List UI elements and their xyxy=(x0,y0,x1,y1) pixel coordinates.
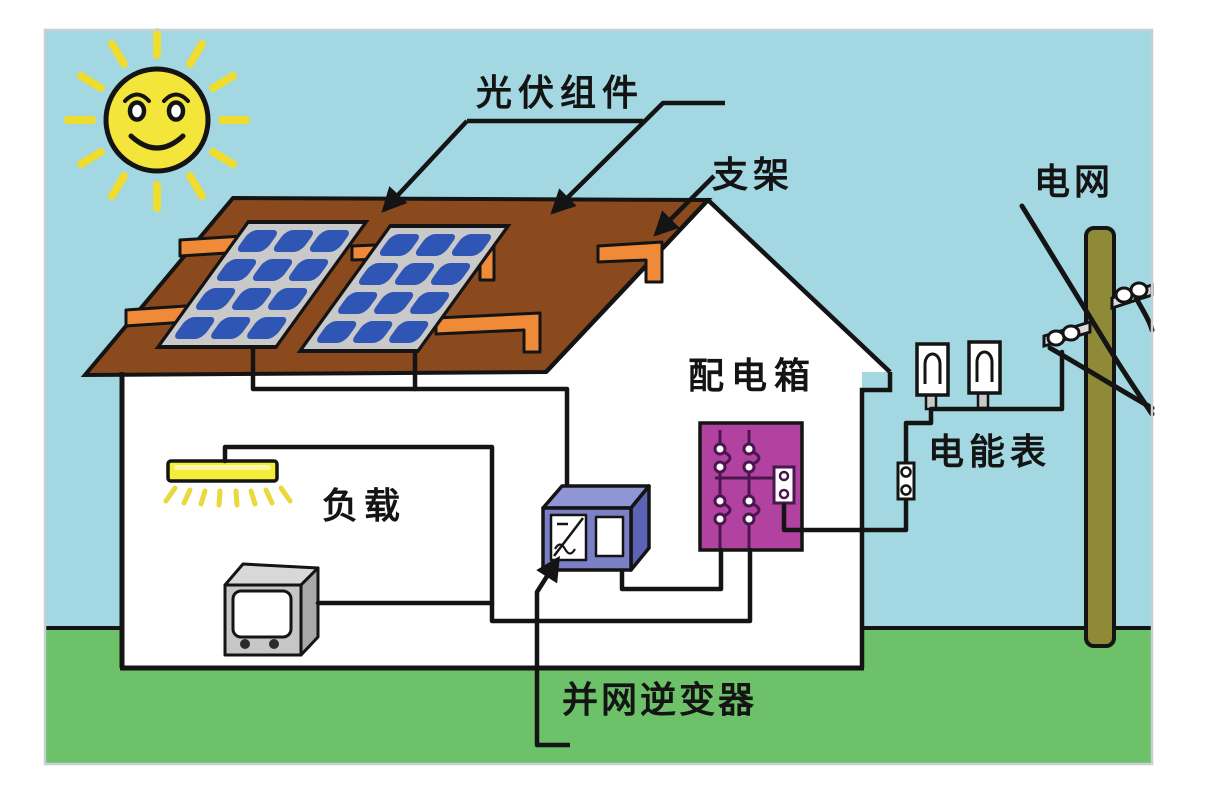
pv-wire xyxy=(250,346,570,489)
label-grid-tie-inverter: 并网逆变器 xyxy=(562,680,758,721)
load-wire xyxy=(222,444,753,624)
insulator xyxy=(1061,324,1081,342)
distribution-box xyxy=(698,421,804,552)
meter-left xyxy=(915,342,950,397)
pv-arrow-1 xyxy=(381,119,469,213)
gable-wall xyxy=(546,200,890,372)
meter-right xyxy=(967,340,1002,395)
pv-arrow-2 xyxy=(550,100,725,215)
inverter-panel xyxy=(594,515,625,558)
inverter-ac-wire xyxy=(619,547,724,592)
circuit-wires xyxy=(222,346,1065,624)
meter-connector xyxy=(896,461,916,501)
label-energy-meter: 电能表 xyxy=(928,432,1052,473)
bracket-rail xyxy=(434,311,542,354)
label-load: 负载 xyxy=(322,486,407,527)
meter-bus-wire xyxy=(928,349,1065,412)
ceiling-lamp xyxy=(163,459,293,508)
tv-knob xyxy=(240,639,250,649)
meter-feed-wire xyxy=(781,496,909,533)
meter-stem xyxy=(976,391,990,410)
solar-panel-1 xyxy=(154,220,370,349)
inverter-leader xyxy=(534,555,570,748)
insulator xyxy=(1129,281,1149,299)
grid-tie-inverter xyxy=(541,484,651,572)
bracket-arrow xyxy=(653,174,716,237)
utility-pole xyxy=(1042,226,1154,648)
solar-panel-2 xyxy=(296,224,512,353)
tv-knob xyxy=(269,639,279,649)
energy-meters xyxy=(915,340,1002,411)
television xyxy=(223,562,320,657)
label-distribution-box: 配电箱 xyxy=(688,356,818,397)
meter-feed-wire xyxy=(903,407,934,466)
tv-screen xyxy=(231,589,293,639)
bracket-rail xyxy=(596,240,664,284)
sun-icon xyxy=(64,28,250,212)
scene-border xyxy=(43,28,1154,766)
label-pv-modules: 光伏组件 xyxy=(476,73,645,114)
label-mount-bracket: 支架 xyxy=(712,155,795,196)
leader-arrows xyxy=(381,100,725,748)
label-power-grid: 电网 xyxy=(1034,162,1115,203)
